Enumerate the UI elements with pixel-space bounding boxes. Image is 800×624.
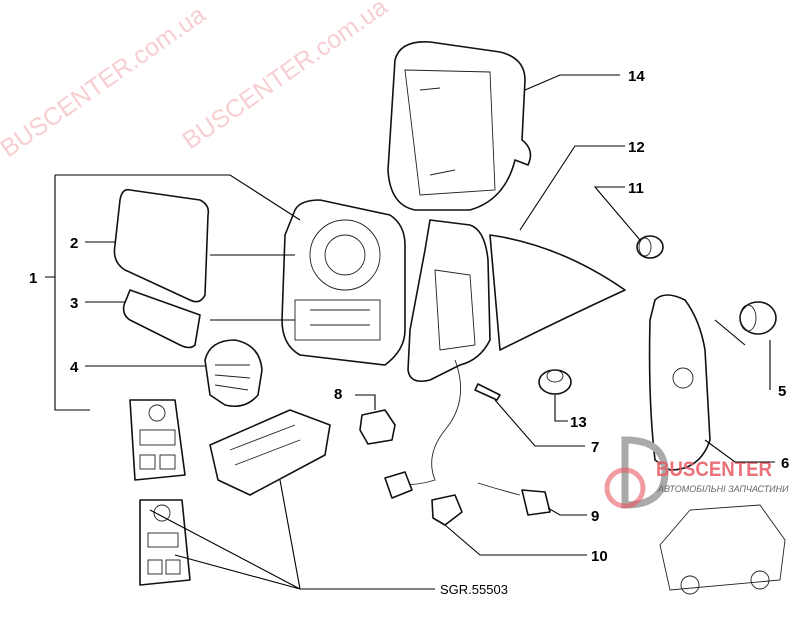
mirror-motor-part-4 xyxy=(204,339,263,408)
mirror-glass-part-2 xyxy=(113,188,210,303)
mirror-housing-part-1 xyxy=(281,199,406,366)
buscenter-logo: BUSCENTER АВТОМОБІЛЬНІ ЗАПЧАСТИНИ xyxy=(604,436,789,509)
callout-4: 4 xyxy=(70,359,79,376)
callout-5: 5 xyxy=(778,383,786,400)
callout-10: 10 xyxy=(591,548,608,565)
callout-12: 12 xyxy=(628,139,645,156)
logo-tagline: АВТОМОБІЛЬНІ ЗАПЧАСТИНИ xyxy=(657,484,789,494)
mirror-arm xyxy=(407,219,491,383)
window-switch-panel-a xyxy=(129,399,186,481)
cable xyxy=(399,359,462,486)
plug xyxy=(384,471,413,499)
callout-13: 13 xyxy=(570,414,587,431)
logo-name: BUSCENTER xyxy=(656,458,772,481)
watermark-text: BUSCENTER.com.ua xyxy=(0,0,211,162)
housing-cover-part-6 xyxy=(648,294,711,471)
lamp-socket xyxy=(672,367,694,389)
mirror-glass-part-12 xyxy=(489,234,626,351)
callout-labels: 1 2 3 4 5 6 7 8 9 10 11 12 13 14 SGR.555… xyxy=(29,68,789,597)
callout-6: 6 xyxy=(781,455,789,472)
callout-11: 11 xyxy=(628,180,644,197)
sensor-part-9 xyxy=(477,482,551,516)
mirror-glass-part-3 xyxy=(122,289,201,349)
lamp-part-13 xyxy=(538,369,572,395)
connector-part-8 xyxy=(359,409,396,445)
callout-8: 8 xyxy=(334,386,342,403)
callout-3: 3 xyxy=(70,295,78,312)
leader-lines xyxy=(45,74,775,590)
window-switch-panel-b xyxy=(139,499,191,586)
reference-code: SGR.55503 xyxy=(440,582,508,597)
window-switch-unit xyxy=(209,409,331,496)
callout-1: 1 xyxy=(29,270,37,287)
connector-part-10 xyxy=(431,494,463,526)
mirror-cover-part-14 xyxy=(387,41,532,211)
screw-part-7 xyxy=(474,383,501,401)
callout-2: 2 xyxy=(70,235,78,252)
van-illustration xyxy=(659,504,786,595)
callout-9: 9 xyxy=(591,508,599,525)
callout-14: 14 xyxy=(628,68,645,85)
callout-7: 7 xyxy=(591,439,599,456)
grommet-part-11 xyxy=(636,235,664,259)
lamp-cap-part-5 xyxy=(739,301,777,335)
